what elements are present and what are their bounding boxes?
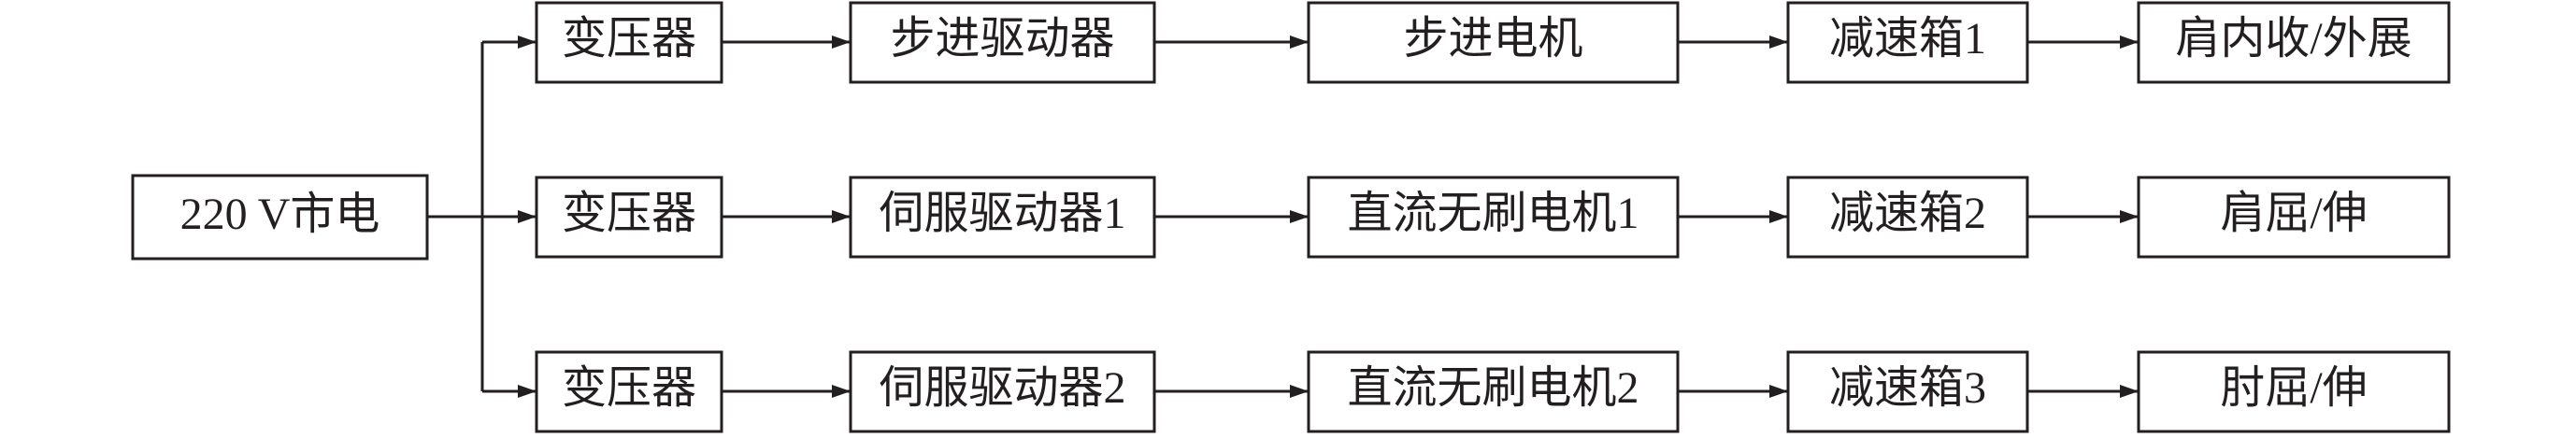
- row-3-driver-label: 伺服驱动器2: [879, 363, 1125, 413]
- row-1-output-box: 肩内收/外展: [2137, 1, 2451, 84]
- row-3-gearbox-box: 减速箱3: [1786, 350, 2029, 433]
- row-3-transformer-label: 变压器: [562, 363, 696, 413]
- row-2-output-box: 肩屈/伸: [2137, 176, 2451, 259]
- row-1: 变压器 步进驱动器 步进电机 减速箱1 肩内收/外展: [535, 1, 2451, 84]
- row-1-gearbox-box: 减速箱1: [1786, 1, 2029, 84]
- row-1-motor-box: 步进电机: [1307, 1, 1680, 84]
- source-box: 220 V市电: [131, 174, 429, 261]
- source-branch-connector: [427, 35, 537, 398]
- row-1-driver-box: 步进驱动器: [849, 1, 1156, 84]
- row-2-transformer-label: 变压器: [562, 189, 696, 238]
- row-3-driver-box: 伺服驱动器2: [849, 350, 1156, 433]
- row-3-gearbox-label: 减速箱3: [1829, 363, 1986, 413]
- row-3-output-label: 肘屈/伸: [2220, 363, 2367, 413]
- row-2-driver-box: 伺服驱动器1: [849, 176, 1156, 259]
- row-1-transformer-label: 变压器: [562, 14, 696, 64]
- row-2-driver-label: 伺服驱动器1: [879, 189, 1125, 238]
- row-3-motor-label: 直流无刷电机2: [1347, 363, 1639, 413]
- row-2-gearbox-box: 减速箱2: [1786, 176, 2029, 259]
- row-3-output-box: 肘屈/伸: [2137, 350, 2451, 433]
- row-1-transformer-box: 变压器: [535, 1, 723, 84]
- row-1-driver-label: 步进驱动器: [890, 14, 1114, 64]
- row-2-transformer-box: 变压器: [535, 176, 723, 259]
- row-3-motor-box: 直流无刷电机2: [1307, 350, 1680, 433]
- row-3: 变压器 伺服驱动器2 直流无刷电机2 减速箱3 肘屈/伸: [535, 350, 2451, 433]
- row-1-gearbox-label: 减速箱1: [1829, 14, 1986, 64]
- row-2-motor-box: 直流无刷电机1: [1307, 176, 1680, 259]
- source-label: 220 V市电: [180, 190, 380, 239]
- row-2-output-label: 肩屈/伸: [2220, 189, 2367, 238]
- row-2-gearbox-label: 减速箱2: [1829, 189, 1986, 238]
- row-1-motor-label: 步进电机: [1403, 14, 1582, 64]
- row-2-motor-label: 直流无刷电机1: [1347, 189, 1639, 238]
- row-3-transformer-box: 变压器: [535, 350, 723, 433]
- row-2: 变压器 伺服驱动器1 直流无刷电机1 减速箱2 肩屈/伸: [535, 176, 2451, 259]
- row-1-output-label: 肩内收/外展: [2175, 14, 2411, 64]
